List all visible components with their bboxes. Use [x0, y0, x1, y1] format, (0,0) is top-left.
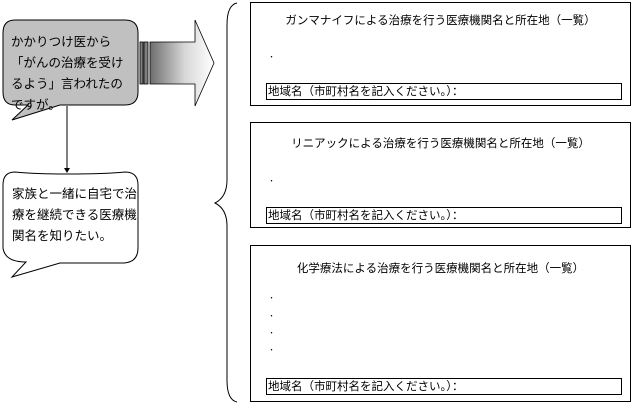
curly-brace — [213, 2, 238, 403]
panel-title: ガンマナイフによる治療を行う医療機関名と所在地（一覧） — [285, 13, 596, 27]
region-input[interactable]: 地域名（市町村名を記入ください。）： — [266, 207, 622, 224]
list-bullet: ・ — [268, 294, 275, 302]
list-bullet: ・ — [268, 53, 275, 61]
list-bullet: ・ — [268, 329, 275, 337]
panel-chemotherapy: 化学療法による治療を行う医療機関名と所在地（一覧） ・ ・ ・ ・ 地域名（市町… — [250, 245, 631, 402]
list-bullet: ・ — [268, 177, 275, 185]
connector-arrowhead — [64, 168, 70, 173]
panel-gamma-knife: ガンマナイフによる治療を行う医療機関名と所在地（一覧） ・ 地域名（市町村名を記… — [250, 2, 631, 106]
region-input[interactable]: 地域名（市町村名を記入ください。）： — [266, 378, 622, 395]
arrow-stripe-1 — [139, 41, 144, 85]
panel-linac: リニアックによる治療を行う医療機関名と所在地（一覧） ・ 地域名（市町村名を記入… — [250, 122, 631, 228]
block-arrow-right — [149, 19, 215, 107]
speech-bubble-question — [2, 19, 139, 121]
arrow-stripe-2 — [143, 41, 149, 85]
panel-title: 化学療法による治療を行う医療機関名と所在地（一覧） — [296, 261, 585, 275]
speech-bubble-wish — [2, 171, 139, 278]
question-text: かかりつけ医から「がんの治療を受けるよう」言われたのですが。 — [11, 34, 124, 112]
panel-title: リニアックによる治療を行う医療機関名と所在地（一覧） — [291, 136, 590, 150]
region-input[interactable]: 地域名（市町村名を記入ください。）： — [266, 83, 622, 100]
list-bullet: ・ — [268, 346, 275, 354]
list-bullet: ・ — [268, 312, 275, 320]
wish-text: 家族と一緒に自宅で治療を継続できる医療機関名を知りたい。 — [12, 186, 138, 243]
